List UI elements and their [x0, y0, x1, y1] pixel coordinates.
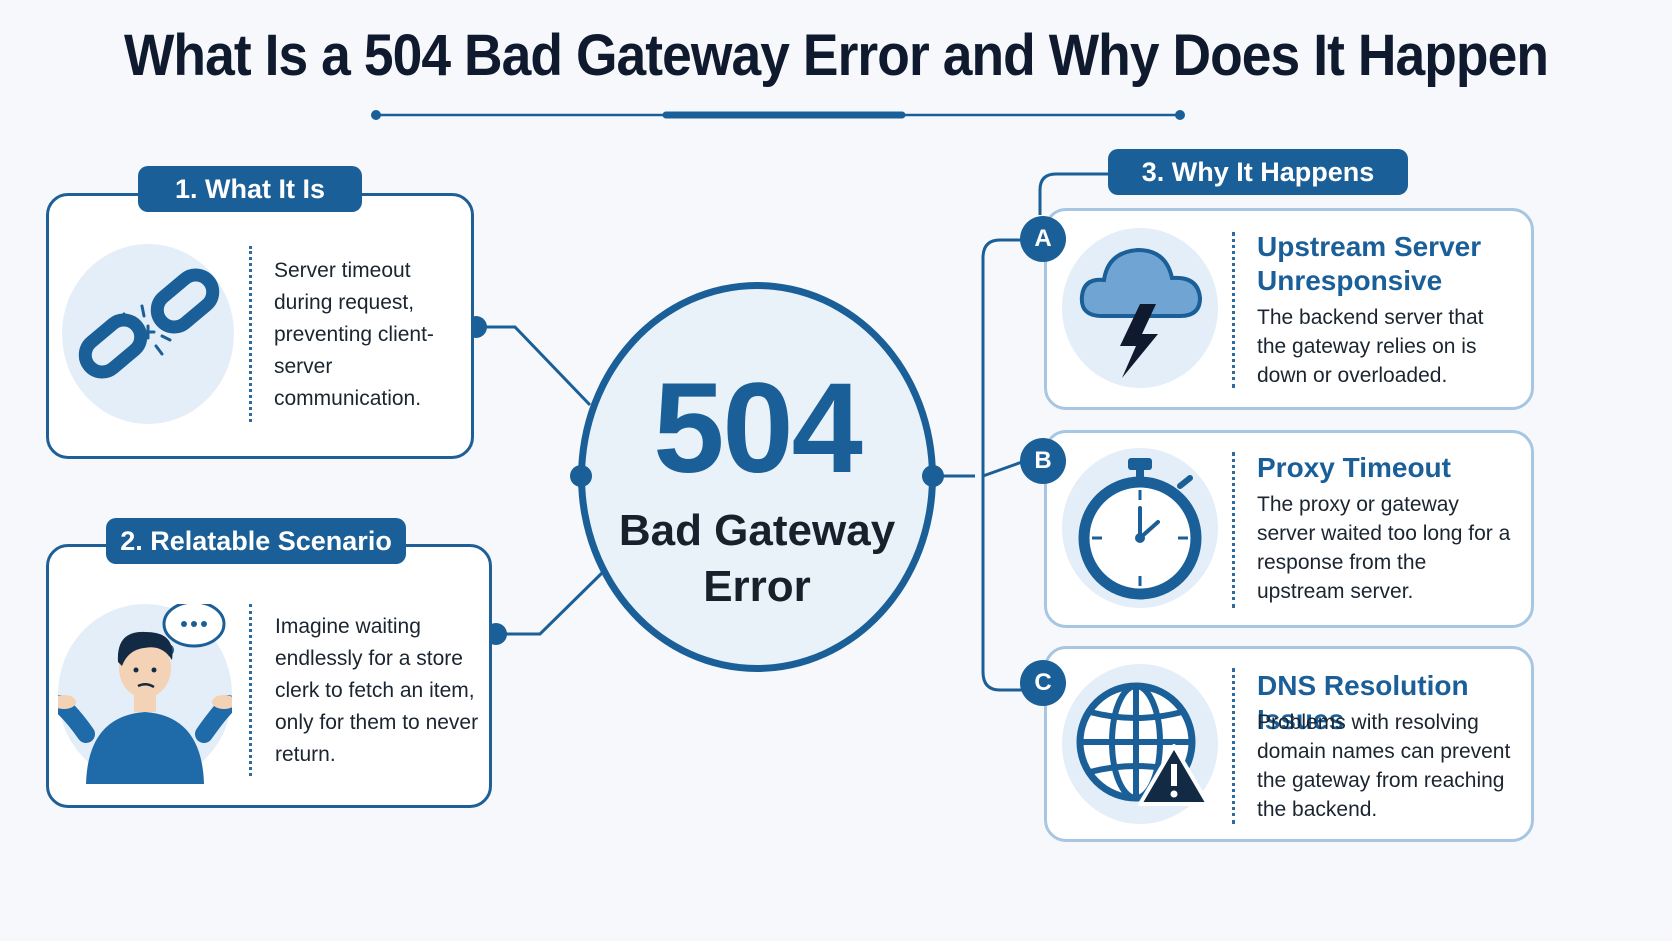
scenario-text: Imagine waiting endlessly for a store cl…	[275, 615, 479, 766]
reason-text-b: The proxy or gateway server waited too l…	[1257, 493, 1511, 603]
reason-badge-b: B	[1020, 438, 1066, 484]
scenario-heading: 2. Relatable Scenario	[106, 518, 406, 564]
divider	[1232, 668, 1235, 824]
reason-badge-c: C	[1020, 660, 1066, 706]
divider	[249, 246, 252, 422]
storm-cloud-icon	[1062, 228, 1218, 388]
connector-dot	[922, 465, 944, 487]
confused-person-icon	[51, 600, 237, 784]
error-code: 504	[653, 357, 863, 500]
connector-dot	[570, 465, 592, 487]
divider	[1232, 232, 1235, 388]
what-it-is-heading: 1. What It Is	[138, 166, 362, 212]
globe-warning-icon	[1062, 664, 1218, 824]
broken-chain-icon	[62, 244, 234, 424]
divider	[1232, 452, 1235, 608]
reason-badge-a: A	[1020, 216, 1066, 262]
page-title: What Is a 504 Bad Gateway Error and Why …	[123, 23, 1549, 88]
reason-title-c: DNS Resolution Issues	[1257, 670, 1469, 735]
reason-text-c: Problems with resolving domain names can…	[1257, 711, 1511, 821]
reason-title-a: Upstream Server Unresponsive	[1257, 231, 1482, 296]
why-heading: 3. Why It Happens	[1108, 149, 1408, 195]
error-code-circle: 504 Bad Gateway Error	[578, 282, 936, 672]
reason-text-a: The backend server that the gateway reli…	[1257, 306, 1484, 387]
reason-title-b: Proxy Timeout	[1257, 452, 1451, 483]
what-it-is-text: Server timeout during request, preventin…	[274, 259, 434, 410]
error-name-line1: Bad Gateway	[618, 506, 896, 555]
divider	[249, 604, 252, 776]
stopwatch-icon	[1062, 448, 1218, 608]
error-name-line2: Error	[703, 562, 811, 611]
error-name: Bad Gateway Error	[585, 503, 929, 615]
